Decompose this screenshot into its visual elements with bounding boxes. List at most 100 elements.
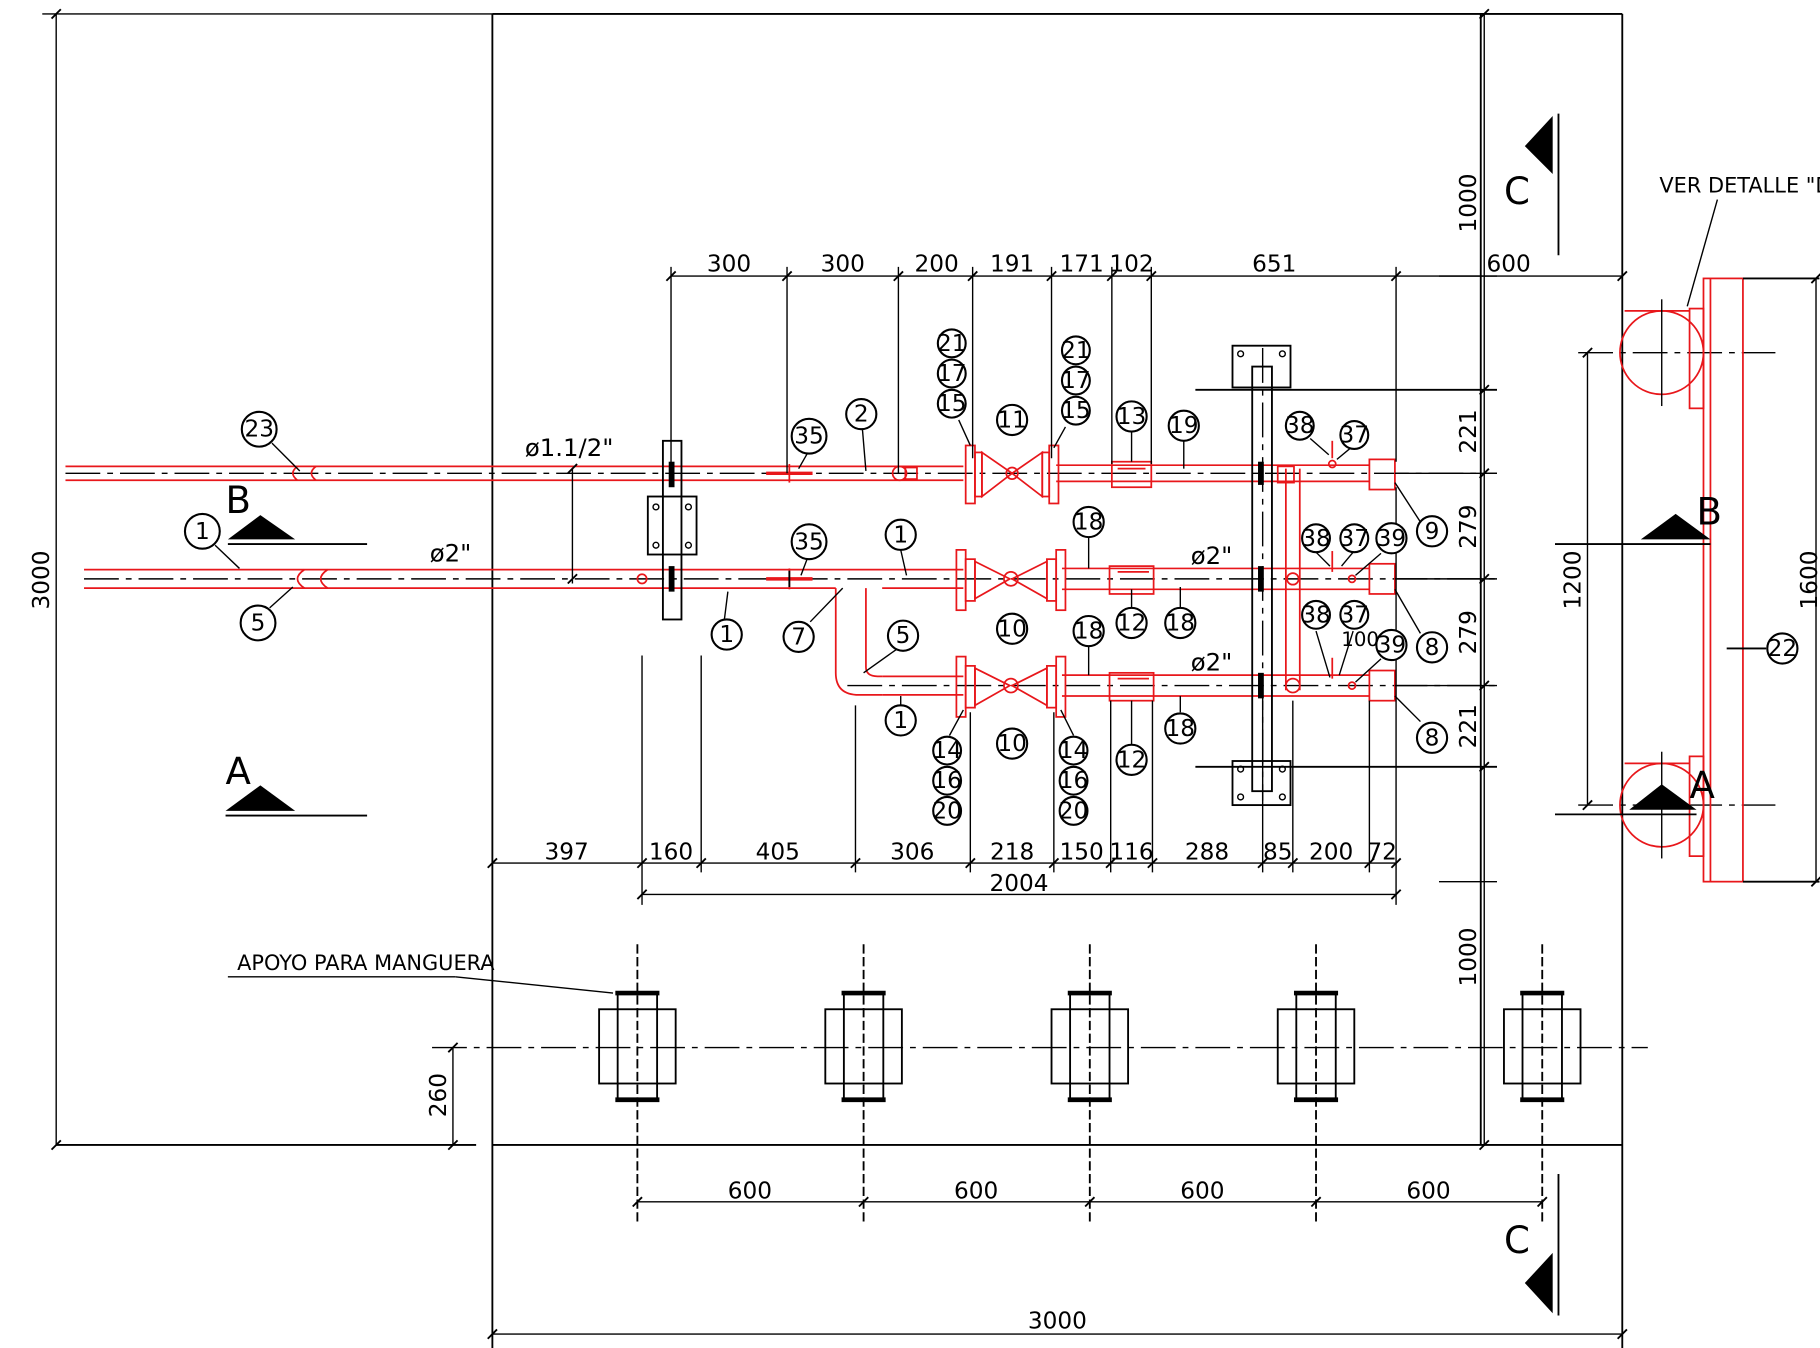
svg-text:8: 8 bbox=[1425, 724, 1440, 751]
hose-support-5 bbox=[1503, 944, 1582, 1226]
item-balloons: 23 1 5 35 2 21 17 15 11 21 17 15 13 19 3… bbox=[183, 328, 1799, 826]
center-lines bbox=[65, 348, 1776, 1049]
svg-text:12: 12 bbox=[1117, 746, 1147, 773]
dim-bottom-9: 85 bbox=[1263, 839, 1293, 866]
balloon-9: 9 bbox=[1415, 515, 1449, 548]
svg-text:35: 35 bbox=[794, 423, 824, 450]
dimension-labels-supports: 600 600 600 600 3000 100 bbox=[728, 628, 1451, 1334]
dim-bottom-4: 306 bbox=[890, 839, 934, 866]
balloon-8: 8 bbox=[1415, 631, 1449, 664]
svg-text:38: 38 bbox=[1301, 601, 1331, 628]
dim-top-6: 102 bbox=[1109, 250, 1153, 277]
svg-text:38: 38 bbox=[1301, 525, 1331, 552]
hose-support-4 bbox=[1276, 944, 1356, 1226]
balloon-8b: 8 bbox=[1415, 721, 1449, 754]
balloon-5: 5 bbox=[239, 604, 277, 642]
balloon-11: 11 bbox=[995, 403, 1029, 437]
svg-text:18: 18 bbox=[1166, 715, 1196, 742]
svg-text:35: 35 bbox=[794, 528, 824, 555]
dim-bottom-1: 397 bbox=[544, 839, 588, 866]
dim-support-4: 600 bbox=[1406, 1177, 1450, 1204]
svg-text:22: 22 bbox=[1768, 635, 1798, 662]
svg-text:38: 38 bbox=[1285, 412, 1315, 439]
dim-right-4: 279 bbox=[1455, 610, 1482, 654]
dim-top-7: 651 bbox=[1252, 250, 1296, 277]
balloon-39: 39 bbox=[1375, 522, 1408, 555]
dim-small-100: 100 bbox=[1341, 628, 1379, 651]
svg-text:16: 16 bbox=[932, 767, 962, 794]
section-c-bottom: C bbox=[1504, 1219, 1530, 1262]
balloon-2: 2 bbox=[845, 398, 878, 431]
dim-support-1: 600 bbox=[728, 1177, 772, 1204]
svg-text:37: 37 bbox=[1340, 601, 1370, 628]
note-ver-detalle: VER DETALLE "D" bbox=[1659, 174, 1820, 198]
svg-text:19: 19 bbox=[1169, 412, 1199, 439]
balloon-15b: 15 bbox=[1060, 395, 1091, 426]
svg-text:37: 37 bbox=[1340, 525, 1370, 552]
balloon-1: 1 bbox=[183, 512, 221, 550]
dimension-labels-bottom: 397 160 405 306 218 150 116 288 85 200 7… bbox=[544, 839, 1396, 897]
pipe-size-2: ø2" bbox=[430, 538, 472, 567]
dim-right-5: 221 bbox=[1455, 704, 1482, 748]
dimension-labels-vertical: 1000 221 279 279 221 1000 3000 1200 1600… bbox=[28, 174, 1820, 1118]
right-pipe-support bbox=[1195, 344, 1497, 807]
svg-text:10: 10 bbox=[997, 615, 1027, 642]
dim-detail-overall: 1600 bbox=[1796, 551, 1820, 610]
svg-text:10: 10 bbox=[997, 730, 1027, 757]
pipe-size-4: ø2" bbox=[1191, 648, 1233, 677]
section-b-left: B bbox=[226, 479, 251, 522]
section-a-right: A bbox=[1690, 764, 1716, 807]
balloon-21: 21 bbox=[936, 328, 967, 359]
pipe-runs bbox=[65, 440, 1396, 702]
notes: VER DETALLE "D" APOYO PARA MANGUERA bbox=[227, 174, 1820, 994]
dim-bottom-8: 288 bbox=[1185, 839, 1229, 866]
svg-text:1: 1 bbox=[195, 518, 210, 545]
balloon-16b: 16 bbox=[1058, 765, 1089, 796]
pipe-size-labels: ø1.1/2" ø2" ø2" ø2" bbox=[430, 433, 1233, 677]
balloon-39b: 39 bbox=[1375, 628, 1408, 662]
balloon-1b: 1 bbox=[884, 518, 917, 551]
balloon-18b: 18 bbox=[1164, 606, 1197, 640]
dim-bottom-5: 218 bbox=[990, 839, 1034, 866]
balloon-1c: 1 bbox=[710, 618, 743, 651]
svg-text:1: 1 bbox=[893, 521, 908, 548]
svg-text:39: 39 bbox=[1377, 631, 1407, 658]
dim-bottom-3: 405 bbox=[756, 839, 800, 866]
section-c-top: C bbox=[1504, 170, 1530, 213]
balloon-18d: 18 bbox=[1164, 712, 1197, 745]
frame-lines bbox=[42, 12, 1624, 1348]
balloon-35b: 35 bbox=[790, 523, 828, 561]
svg-text:18: 18 bbox=[1074, 509, 1104, 536]
valve-lower bbox=[955, 655, 1067, 718]
dim-bottom-10: 200 bbox=[1309, 839, 1353, 866]
svg-text:9: 9 bbox=[1425, 518, 1440, 545]
hose-support-2 bbox=[824, 944, 903, 1226]
section-markers: B A B A C C bbox=[225, 113, 1722, 1316]
balloon-20: 20 bbox=[932, 795, 963, 826]
dim-bottom-2: 160 bbox=[649, 839, 693, 866]
balloon-5b: 5 bbox=[886, 619, 920, 652]
section-b-right: B bbox=[1697, 490, 1722, 533]
balloon-19: 19 bbox=[1167, 409, 1200, 442]
svg-text:18: 18 bbox=[1074, 618, 1104, 645]
balloon-38c: 38 bbox=[1301, 599, 1331, 630]
dim-bottom-11: 72 bbox=[1367, 839, 1397, 866]
dim-left-overall: 3000 bbox=[28, 551, 55, 610]
balloon-23: 23 bbox=[240, 410, 278, 448]
balloon-17: 17 bbox=[936, 358, 967, 389]
svg-text:21: 21 bbox=[1061, 337, 1091, 364]
svg-text:8: 8 bbox=[1425, 634, 1440, 661]
dim-top-8: 600 bbox=[1486, 250, 1530, 277]
dim-support-3: 600 bbox=[1180, 1177, 1224, 1204]
dim-right-1: 1000 bbox=[1455, 174, 1482, 233]
balloon-17b: 17 bbox=[1060, 365, 1091, 396]
svg-text:23: 23 bbox=[244, 416, 274, 443]
dim-support-2: 600 bbox=[954, 1177, 998, 1204]
svg-text:20: 20 bbox=[1059, 797, 1089, 824]
balloon-18: 18 bbox=[1072, 505, 1105, 539]
balloon-20b: 20 bbox=[1058, 795, 1089, 826]
svg-text:37: 37 bbox=[1340, 422, 1370, 449]
dim-detail-span: 1200 bbox=[1560, 551, 1587, 610]
dim-support-offset: 260 bbox=[425, 1073, 452, 1117]
balloon-13: 13 bbox=[1115, 400, 1148, 433]
